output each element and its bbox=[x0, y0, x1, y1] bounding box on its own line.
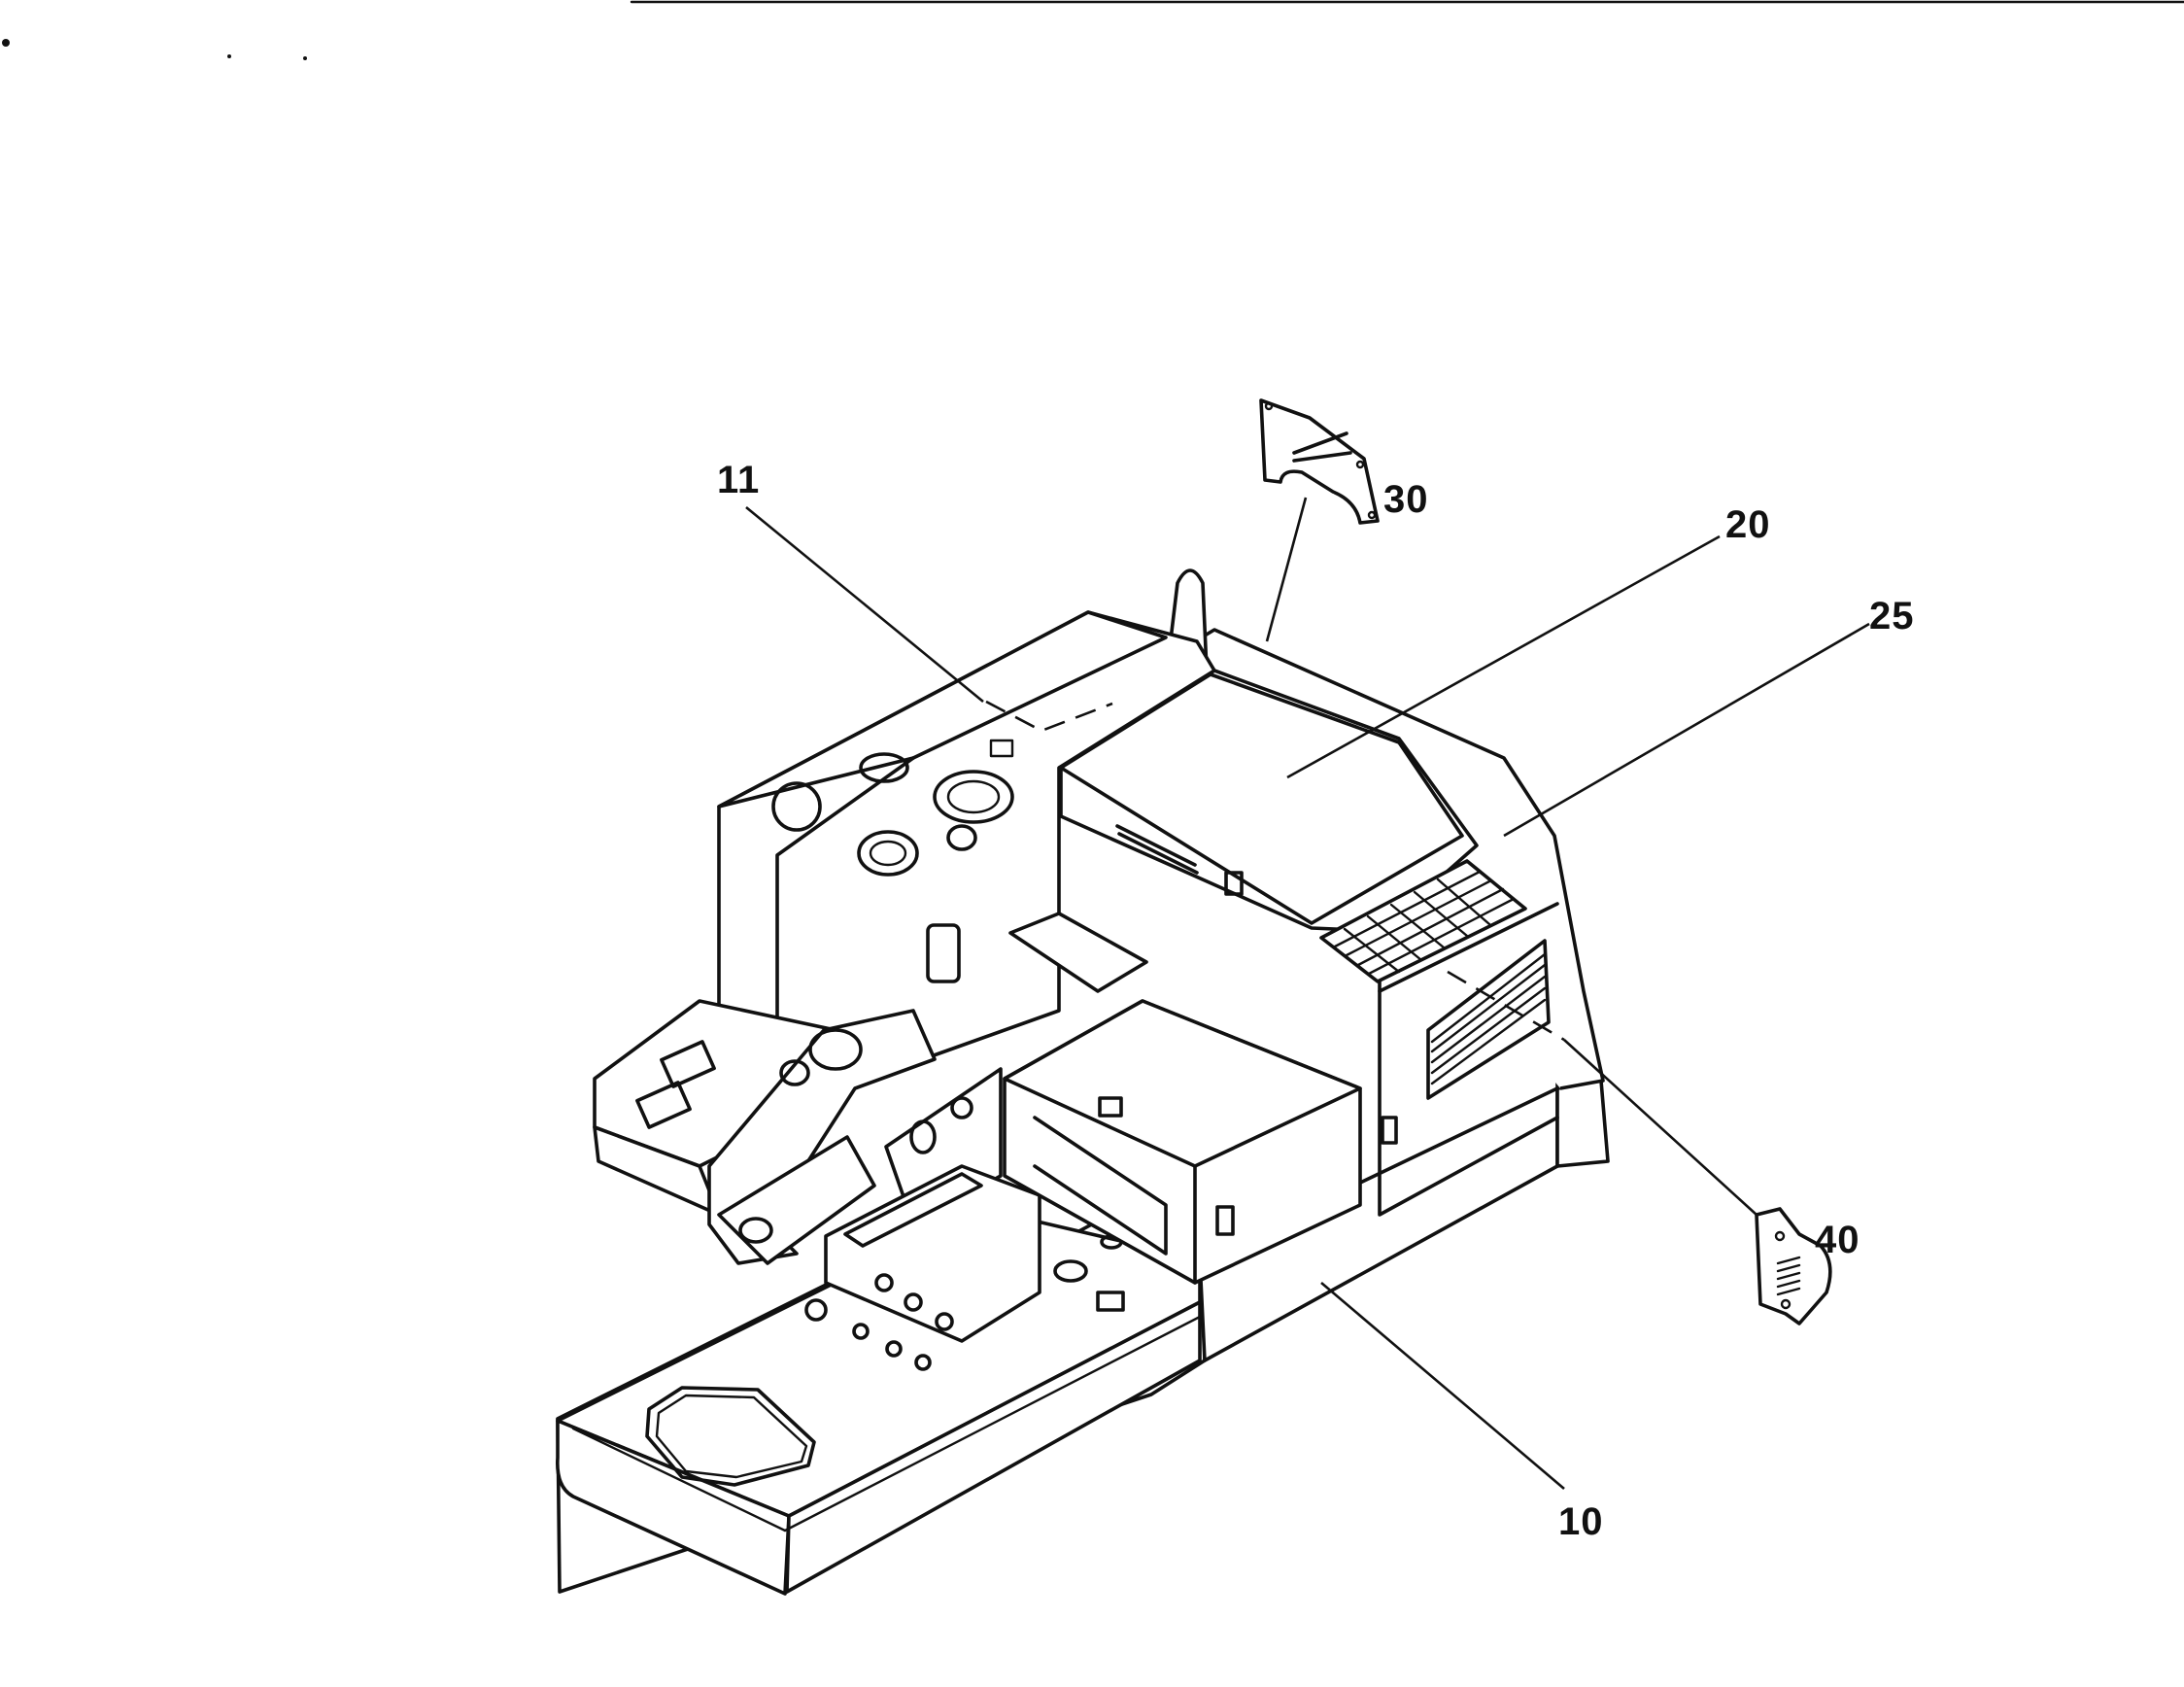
center-box bbox=[1003, 999, 1362, 1285]
callout-25: 25 bbox=[1869, 595, 1915, 637]
hidden-line-40 bbox=[1447, 970, 1565, 1042]
leader-20 bbox=[1286, 534, 1721, 779]
scan-specks bbox=[2, 39, 307, 60]
callout-40: 40 bbox=[1815, 1219, 1860, 1261]
callout-20: 20 bbox=[1725, 503, 1771, 546]
swing-bracket bbox=[707, 1009, 1125, 1371]
callout-10: 10 bbox=[1558, 1500, 1604, 1543]
hidden-line-11 bbox=[985, 700, 1113, 733]
part-30-plate bbox=[1259, 398, 1380, 642]
callout-11: 11 bbox=[717, 459, 761, 501]
leader-10 bbox=[1320, 1282, 1565, 1490]
leader-25 bbox=[1503, 622, 1870, 838]
callout-30: 30 bbox=[1383, 478, 1429, 521]
leader-11 bbox=[745, 505, 984, 704]
part-40-bracket bbox=[1563, 1039, 1832, 1326]
